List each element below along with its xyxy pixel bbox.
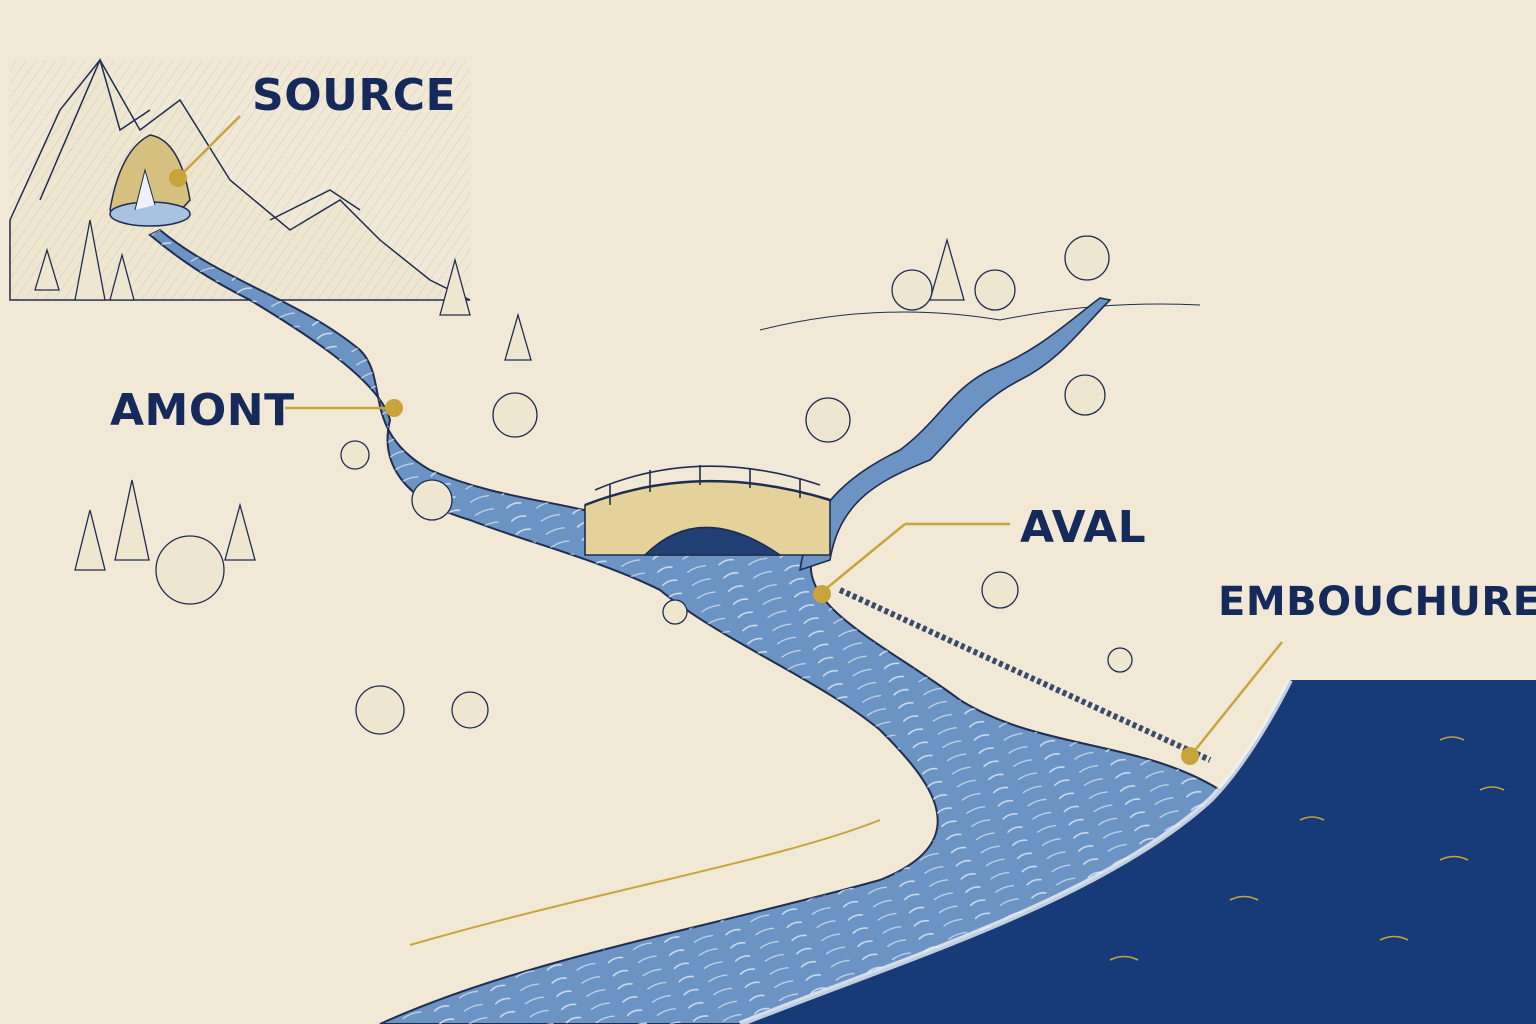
sea-waves xyxy=(1109,736,1505,961)
river-waves xyxy=(150,230,1230,1024)
sea xyxy=(740,680,1536,1024)
label-amont: AMONT xyxy=(110,385,295,436)
dot-source xyxy=(169,169,187,187)
dot-aval xyxy=(813,585,831,603)
spring-cave xyxy=(109,134,191,227)
marker-dots xyxy=(169,169,1199,765)
leader-lines xyxy=(177,115,1283,755)
tributary xyxy=(799,297,1112,572)
label-source: SOURCE xyxy=(252,70,457,121)
trees xyxy=(34,219,1133,735)
leader-source xyxy=(177,115,241,179)
bridge xyxy=(584,465,831,556)
hill-line-right xyxy=(759,303,1201,331)
dot-embouchure xyxy=(1181,747,1199,765)
shoreline-foam xyxy=(738,678,1293,1024)
dot-amont xyxy=(385,399,403,417)
levee xyxy=(838,587,1212,763)
label-embouchure: EMBOUCHURE xyxy=(1218,579,1536,625)
label-aval: AVAL xyxy=(1020,502,1147,553)
bank-accent xyxy=(409,819,881,946)
leader-embouchure xyxy=(1191,641,1283,755)
